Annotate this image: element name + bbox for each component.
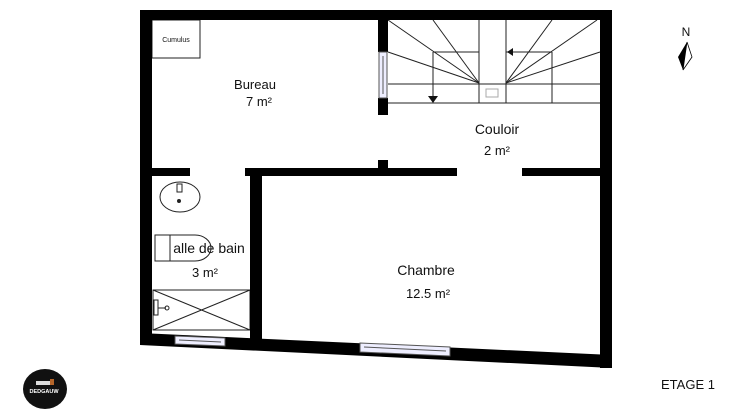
room-name-couloir: Couloir	[475, 121, 520, 137]
room-area-salle-de-bain: 3 m²	[192, 265, 219, 280]
compass-north-label: N	[682, 25, 691, 39]
room-name-bureau: Bureau	[234, 77, 276, 92]
window-chambre	[359, 342, 451, 357]
level-label: ETAGE 1	[661, 377, 715, 392]
stair-arrow-left-icon	[507, 48, 513, 56]
toilet	[154, 234, 212, 262]
company-logo: DEDGAUW	[23, 369, 67, 409]
compass: N	[678, 25, 693, 71]
walls	[140, 10, 612, 368]
room-area-bureau: 7 m²	[246, 94, 273, 109]
compass-needle-icon	[678, 42, 687, 70]
cumulus-label: Cumulus	[162, 37, 190, 44]
stair-arrow-down-icon	[428, 96, 438, 103]
window-bureau	[378, 51, 388, 99]
window-bathroom	[174, 335, 226, 347]
room-name-salle-de-bain: alle de bain	[173, 240, 245, 256]
shower	[152, 289, 251, 331]
room-area-chambre: 12.5 m²	[406, 286, 451, 301]
room-area-couloir: 2 m²	[484, 143, 511, 158]
staircase	[387, 19, 601, 104]
sink	[159, 181, 201, 213]
room-name-chambre: Chambre	[397, 262, 455, 278]
logo-text: DEDGAUW	[29, 389, 59, 395]
